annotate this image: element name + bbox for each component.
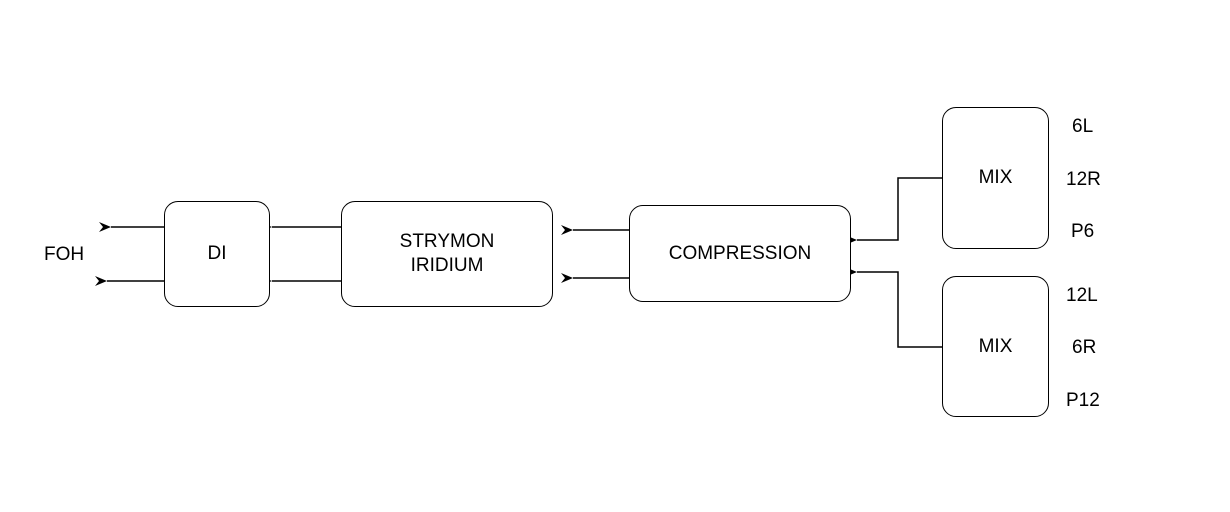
arrow-mix-top-to-compression <box>845 177 943 245</box>
input-label-6r: 6R <box>1072 337 1097 358</box>
di-label: DI <box>207 243 227 264</box>
strymon-label-line2: IRIDIUM <box>410 255 484 276</box>
di-box: DI <box>164 201 270 307</box>
input-label-12r: 12R <box>1066 169 1101 190</box>
input-label-6l: 6L <box>1072 116 1094 137</box>
mix-top-box: MIX <box>942 107 1049 249</box>
input-label-p6: P6 <box>1071 221 1095 242</box>
input-label-p12: P12 <box>1066 390 1100 411</box>
mix-bottom-label: MIX <box>978 335 1013 357</box>
compression-label: COMPRESSION <box>668 242 812 264</box>
strymon-iridium-box: STRYMON IRIDIUM <box>341 201 553 307</box>
strymon-label-line1: STRYMON <box>399 231 495 252</box>
foh-label: FOH <box>44 244 85 265</box>
arrow-mix-bottom-to-compression <box>845 267 943 348</box>
mix-top-label: MIX <box>978 167 1013 188</box>
input-label-12l: 12L <box>1066 285 1098 306</box>
mix-bottom-box: MIX <box>942 276 1049 417</box>
compression-box: COMPRESSION <box>629 205 851 302</box>
